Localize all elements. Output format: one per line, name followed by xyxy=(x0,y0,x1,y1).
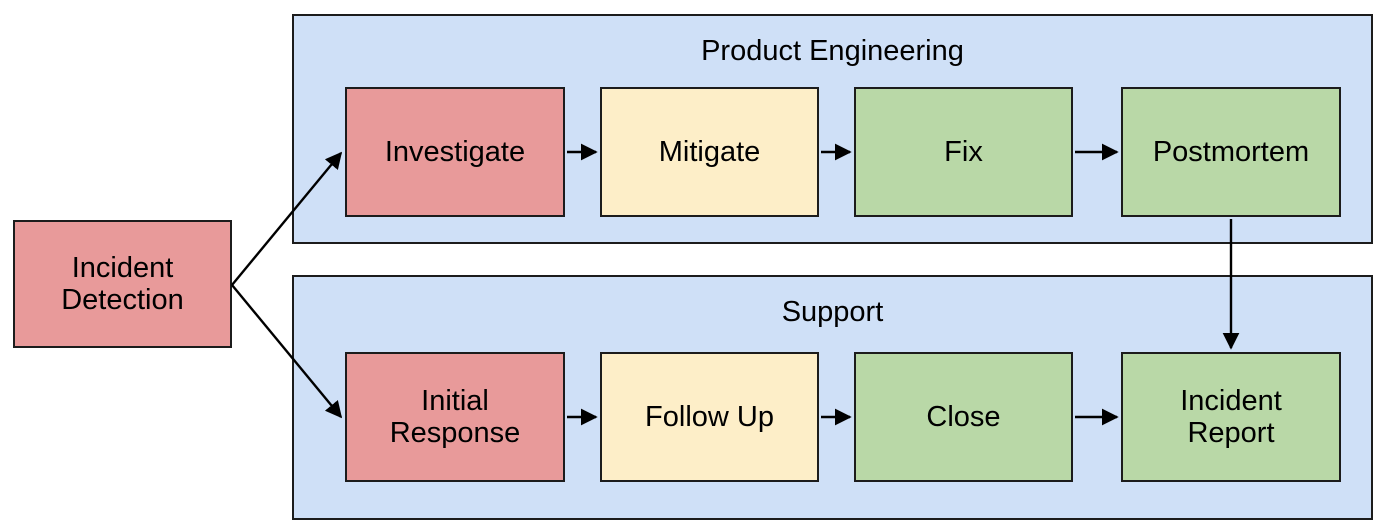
lane-title-product-engineering: Product Engineering xyxy=(701,35,964,67)
node-close[interactable]: Close xyxy=(854,352,1073,482)
node-investigate[interactable]: Investigate xyxy=(345,87,565,217)
node-fix[interactable]: Fix xyxy=(854,87,1073,217)
node-incident-detection[interactable]: Incident Detection xyxy=(13,220,232,348)
node-incident-report[interactable]: Incident Report xyxy=(1121,352,1341,482)
node-postmortem[interactable]: Postmortem xyxy=(1121,87,1341,217)
lane-title-support: Support xyxy=(781,296,884,328)
node-mitigate[interactable]: Mitigate xyxy=(600,87,819,217)
node-follow-up[interactable]: Follow Up xyxy=(600,352,819,482)
node-initial-response[interactable]: Initial Response xyxy=(345,352,565,482)
